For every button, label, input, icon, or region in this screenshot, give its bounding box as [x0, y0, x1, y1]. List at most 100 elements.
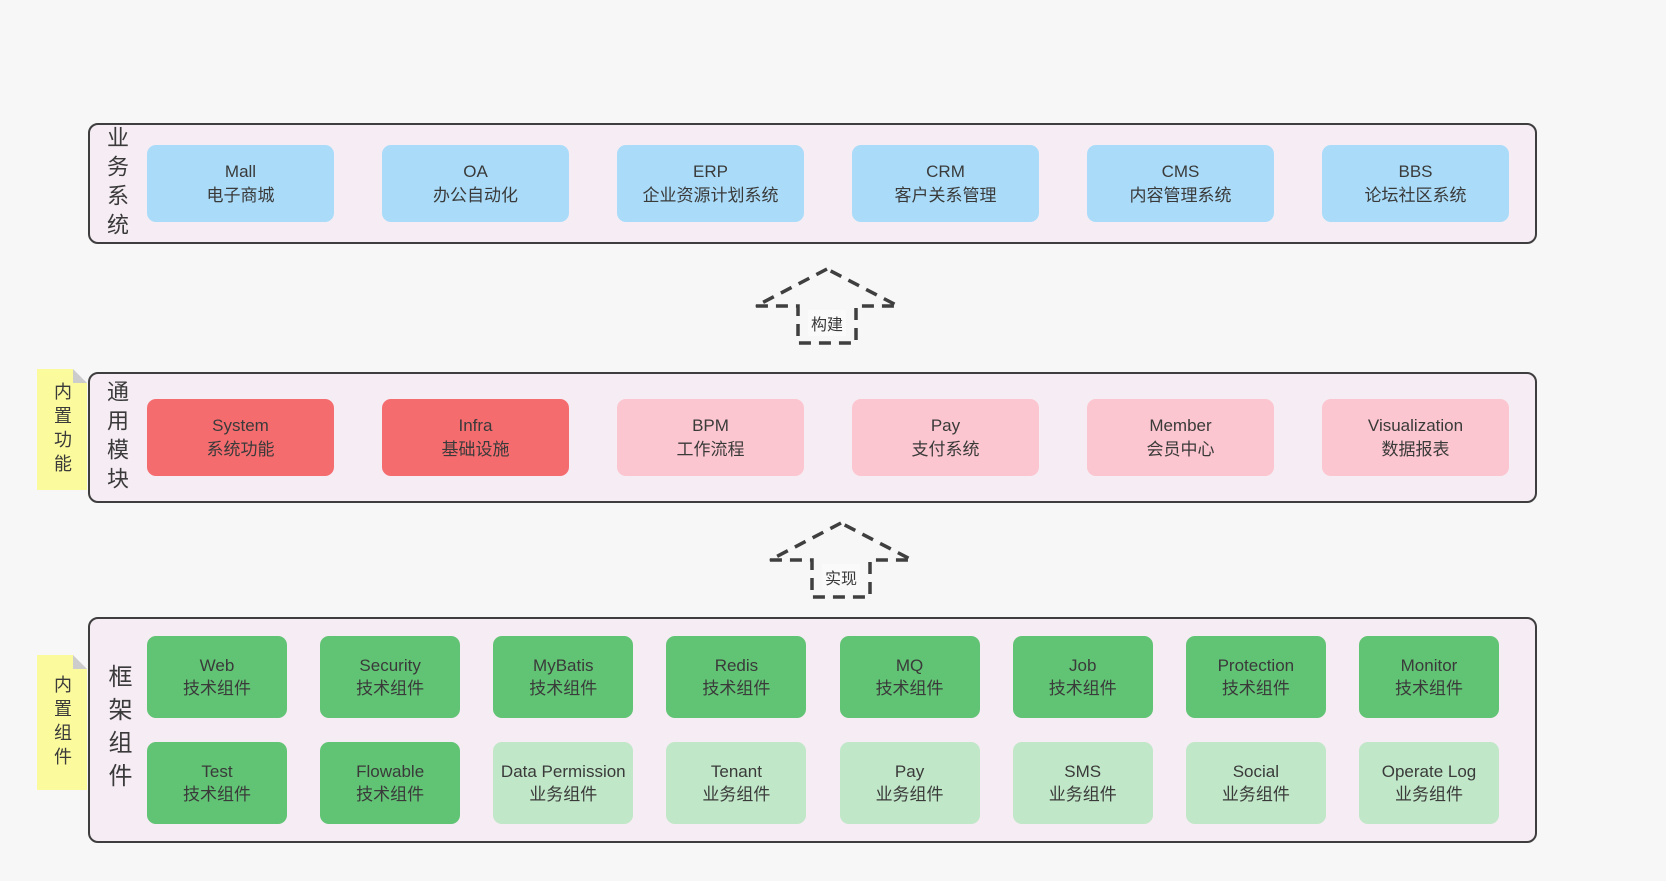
- box-infra: Infra 基础设施: [382, 399, 569, 476]
- box-subtitle: 技术组件: [529, 679, 598, 698]
- box-subtitle: 论坛社区系统: [1364, 185, 1467, 205]
- built-in-components-note-label: 内置组件: [52, 674, 72, 771]
- box-system: System 系统功能: [147, 399, 334, 476]
- box-title: Mall: [224, 162, 257, 182]
- box-mybatis: MyBatis 技术组件: [493, 636, 634, 718]
- box-subtitle: 技术组件: [183, 679, 251, 698]
- box-subtitle: 内容管理系统: [1129, 185, 1232, 205]
- framework-components-band: 框架组件 Web 技术组件 Security 技术组件 MyBatis 技术组件…: [88, 617, 1537, 843]
- box-title: Redis: [714, 655, 759, 675]
- box-subtitle: 技术组件: [875, 679, 944, 698]
- box-bbs: BBS 论坛社区系统: [1322, 145, 1509, 222]
- box-title: Data Permission: [500, 761, 626, 781]
- box-sms: SMS 业务组件: [1012, 742, 1153, 824]
- business-systems-label: 业务系统: [104, 125, 129, 242]
- box-subtitle: 技术组件: [1048, 679, 1117, 698]
- box-title: Pay: [930, 416, 961, 436]
- box-subtitle: 数据报表: [1381, 439, 1450, 459]
- box-oa: OA 办公自动化: [382, 145, 569, 222]
- box-mall: Mall 电子商城: [147, 145, 334, 222]
- box-pay: Pay 支付系统: [852, 399, 1039, 476]
- box-title: Job: [1068, 655, 1097, 675]
- box-title: System: [212, 416, 269, 436]
- box-subtitle: 支付系统: [911, 439, 980, 459]
- box-member: Member 会员中心: [1087, 399, 1274, 476]
- box-title: ERP: [693, 162, 728, 182]
- box-social: Social 业务组件: [1185, 742, 1326, 824]
- box-subtitle: 技术组件: [1394, 679, 1463, 698]
- box-subtitle: 企业资源计划系统: [642, 185, 779, 205]
- box-subtitle: 技术组件: [183, 785, 251, 804]
- box-subtitle: 电子商城: [206, 185, 275, 205]
- box-subtitle: 办公自动化: [433, 185, 518, 205]
- framework-components-row-2: Test 技术组件 Flowable 技术组件 Data Permission …: [147, 742, 1499, 824]
- build-arrow-label: 构建: [807, 310, 847, 336]
- box-title: Tenant: [710, 761, 762, 781]
- box-subtitle: 业务组件: [875, 785, 944, 804]
- box-subtitle: 业务组件: [1221, 785, 1290, 804]
- framework-components-content: Web 技术组件 Security 技术组件 MyBatis 技术组件 Redi…: [147, 619, 1499, 841]
- box-title: Security: [359, 655, 421, 675]
- box-crm: CRM 客户关系管理: [852, 145, 1039, 222]
- box-job: Job 技术组件: [1012, 636, 1153, 718]
- box-bpm: BPM 工作流程: [617, 399, 804, 476]
- box-redis: Redis 技术组件: [666, 636, 807, 718]
- box-security: Security 技术组件: [320, 636, 461, 718]
- box-title: SMS: [1064, 761, 1102, 781]
- box-title: Pay: [894, 761, 925, 781]
- business-systems-content: Mall 电子商城 OA 办公自动化 ERP 企业资源计划系统 CRM 客户关系…: [147, 125, 1509, 242]
- dashed-up-arrow-icon: [769, 521, 913, 599]
- box-title: Social: [1232, 761, 1279, 781]
- common-modules-content: System 系统功能 Infra 基础设施 BPM 工作流程 Pay 支付系统…: [147, 374, 1509, 501]
- business-systems-band: 业务系统 Mall 电子商城 OA 办公自动化 ERP 企业资源计划系统 CRM…: [88, 123, 1537, 244]
- implement-arrow-label: 实现: [821, 564, 861, 590]
- box-title: Web: [199, 655, 235, 675]
- box-title: Protection: [1217, 655, 1295, 675]
- box-subtitle: 业务组件: [529, 785, 598, 804]
- box-title: CMS: [1161, 162, 1200, 182]
- box-mq: MQ 技术组件: [839, 636, 980, 718]
- box-title: Operate Log: [1381, 761, 1477, 781]
- framework-components-label: 框架组件: [104, 664, 131, 796]
- box-title: Monitor: [1400, 655, 1458, 675]
- box-cms: CMS 内容管理系统: [1087, 145, 1274, 222]
- box-title: BBS: [1398, 162, 1433, 182]
- box-test: Test 技术组件: [147, 742, 287, 824]
- box-subtitle: 业务组件: [1394, 785, 1463, 804]
- box-subtitle: 技术组件: [702, 679, 771, 698]
- box-subtitle: 系统功能: [206, 439, 275, 459]
- box-title: MQ: [895, 655, 924, 675]
- box-erp: ERP 企业资源计划系统: [617, 145, 804, 222]
- box-title: Member: [1149, 416, 1212, 436]
- built-in-functions-note: 内置功能: [37, 369, 87, 490]
- built-in-functions-note-label: 内置功能: [52, 381, 72, 478]
- box-title: MyBatis: [533, 655, 594, 675]
- box-tenant: Tenant 业务组件: [666, 742, 807, 824]
- implement-arrow: 实现: [766, 520, 916, 600]
- box-flowable: Flowable 技术组件: [320, 742, 461, 824]
- box-data-permission: Data Permission 业务组件: [493, 742, 634, 824]
- box-title: Test: [201, 761, 233, 781]
- box-subtitle: 会员中心: [1146, 439, 1215, 459]
- box-subtitle: 业务组件: [1048, 785, 1117, 804]
- box-subtitle: 工作流程: [676, 439, 745, 459]
- box-subtitle: 技术组件: [356, 785, 425, 804]
- box-title: BPM: [692, 416, 729, 436]
- common-modules-label: 通用模块: [104, 379, 129, 496]
- box-pay-business: Pay 业务组件: [839, 742, 980, 824]
- box-monitor: Monitor 技术组件: [1358, 636, 1499, 718]
- box-subtitle: 业务组件: [702, 785, 771, 804]
- box-visualization: Visualization 数据报表: [1322, 399, 1509, 476]
- box-subtitle: 基础设施: [441, 439, 510, 459]
- box-subtitle: 客户关系管理: [894, 185, 997, 205]
- box-title: Infra: [458, 416, 493, 436]
- box-title: Flowable: [356, 761, 425, 781]
- build-arrow: 构建: [752, 266, 902, 346]
- built-in-components-note: 内置组件: [37, 655, 87, 790]
- box-web: Web 技术组件: [147, 636, 287, 718]
- common-modules-band: 通用模块 System 系统功能 Infra 基础设施 BPM 工作流程 Pay…: [88, 372, 1537, 503]
- box-protection: Protection 技术组件: [1185, 636, 1326, 718]
- framework-components-row-1: Web 技术组件 Security 技术组件 MyBatis 技术组件 Redi…: [147, 636, 1499, 718]
- box-operate-log: Operate Log 业务组件: [1358, 742, 1499, 824]
- dashed-up-arrow-icon: [755, 267, 899, 345]
